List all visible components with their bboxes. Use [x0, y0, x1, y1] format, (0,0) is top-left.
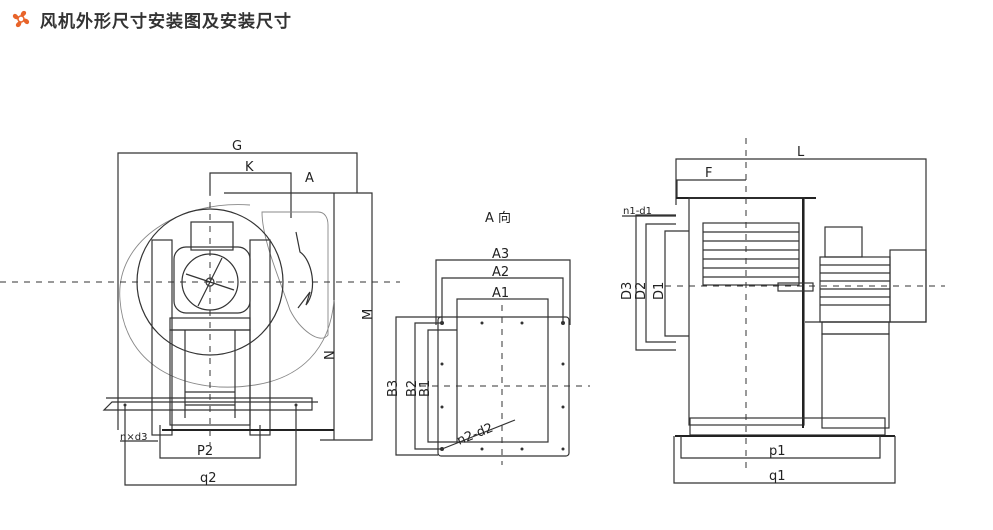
dim-B2-line — [414, 322, 442, 450]
volute-inner — [261, 211, 329, 339]
label-P2: P2 — [197, 444, 213, 459]
motor-fins — [820, 264, 890, 306]
dim-q1-line — [673, 436, 896, 484]
support-right — [249, 239, 271, 436]
page-header: 风机外形尺寸安装图及安装尺寸 — [10, 6, 292, 32]
dim-P2-line — [159, 425, 261, 459]
label-A: A — [305, 171, 314, 186]
motor-stand — [821, 333, 890, 429]
label-K: K — [245, 160, 254, 175]
label-A3: A3 — [492, 247, 509, 262]
dim-B1-line — [427, 329, 457, 443]
motor-mount — [821, 321, 890, 335]
motor-cap — [824, 226, 863, 258]
support-left — [151, 239, 173, 436]
label-F: F — [705, 166, 712, 181]
dim-D1-line — [664, 230, 689, 337]
page-title: 风机外形尺寸安装图及安装尺寸 — [40, 11, 292, 32]
stand-frame — [169, 329, 251, 426]
shaft — [777, 282, 814, 292]
dim-K-line — [209, 172, 292, 218]
label-D3: D3 — [620, 282, 635, 300]
motor-blades — [185, 257, 235, 307]
label-q1: q1 — [769, 469, 786, 484]
label-nxd3: n×d3 — [120, 432, 147, 443]
dim-B3-line — [395, 316, 442, 456]
flange-bolt-holes — [440, 321, 565, 451]
label-M: M — [361, 309, 376, 320]
label-q2: q2 — [200, 471, 217, 486]
rotation-arrow — [295, 231, 314, 309]
label-B2: B2 — [405, 380, 420, 397]
label-p1: p1 — [769, 444, 786, 459]
dim-D2-line — [645, 223, 676, 343]
side-view: L F D3 D2 D1 n1-d1 — [620, 138, 945, 484]
dim-q2-line — [124, 405, 297, 486]
volute-outline — [119, 204, 335, 388]
label-B1: B1 — [418, 380, 433, 397]
a-view-title: A 向 — [485, 210, 511, 226]
dim-M-line — [224, 192, 373, 441]
label-A2: A2 — [492, 265, 509, 280]
label-D1: D1 — [652, 282, 667, 300]
label-n1d1: n1-d1 — [623, 206, 652, 217]
leader-line — [441, 419, 516, 450]
label-n2d2: n2-d2 — [455, 421, 496, 449]
motor-box — [190, 221, 234, 251]
dim-F-line — [676, 179, 746, 198]
base-rail — [689, 417, 886, 436]
label-D2: D2 — [634, 282, 649, 300]
label-L: L — [797, 145, 805, 160]
dim-A3-line — [435, 259, 571, 325]
front-view: G K A M N — [102, 139, 376, 486]
dim-A2-line — [441, 277, 564, 322]
label-G: G — [232, 139, 242, 154]
motor-end — [889, 249, 927, 323]
label-N: N — [323, 350, 338, 360]
a-view: A 向 A3 A2 A1 B3 B2 B1 n2-d2 — [386, 210, 590, 465]
label-A1: A1 — [492, 286, 509, 301]
impeller — [702, 222, 800, 286]
base-flange — [102, 397, 318, 411]
dim-p1-line — [680, 436, 881, 459]
fan-icon — [12, 10, 30, 28]
label-B3: B3 — [386, 380, 401, 397]
dim-D3-line — [635, 214, 676, 351]
dim-G-line — [117, 152, 358, 430]
motor-body — [173, 246, 251, 314]
